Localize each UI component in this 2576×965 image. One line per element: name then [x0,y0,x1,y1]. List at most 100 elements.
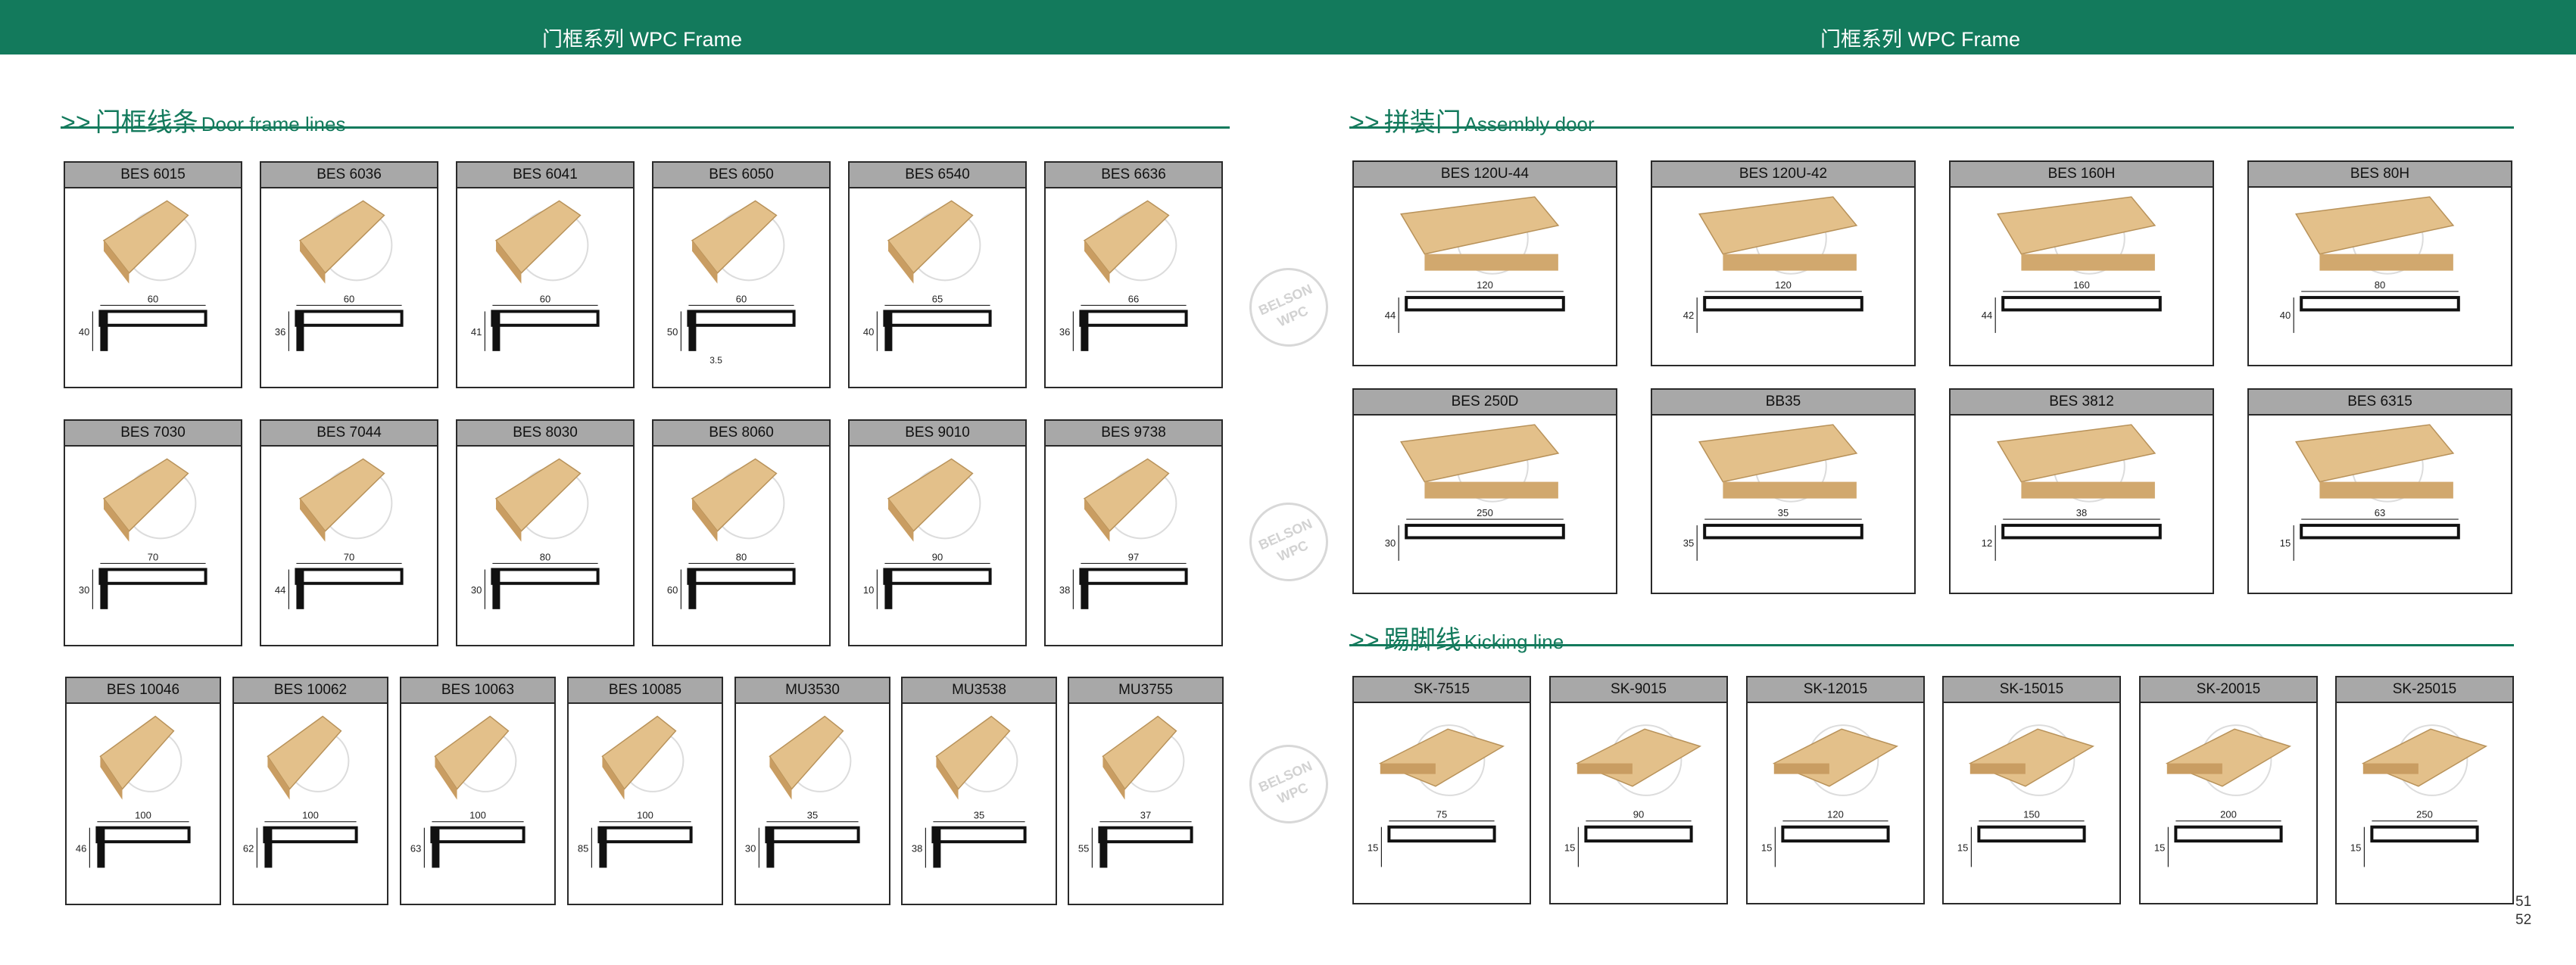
product-model-label: BES 6636 [1046,163,1221,188]
cross-section-diagram [680,304,796,351]
wood-profile-render [102,458,189,542]
width-dimension-label: 75 [1436,809,1447,820]
cross-section-diagram [92,562,207,609]
door-frame-divider [61,126,1230,129]
width-dimension-label: 160 [2073,279,2090,291]
cross-section-diagram [1696,291,1863,333]
cross-section-diagram [680,562,796,609]
width-dimension-label: 250 [1477,507,1493,518]
height-dimension-label: 40 [863,326,874,338]
width-dimension-label: 90 [1633,809,1644,820]
wood-profile-render [2295,196,2455,271]
width-dimension-label: 90 [932,551,943,562]
product-model-label: BES 10085 [569,678,722,704]
width-dimension-label: 35 [807,810,818,821]
product-illustration: 9015 [1564,724,1702,867]
assembly-divider [1349,126,2514,129]
width-dimension-label: 66 [1128,293,1139,304]
product-illustration: 60 50 3.5 [667,200,796,366]
product-model-label: BES 7044 [261,421,437,447]
chevron-icon: >> [61,108,91,137]
page-number-right: 52 [2515,912,2532,928]
product-illustration: 3755 [1078,715,1193,868]
cross-section-diagram [1696,518,1863,561]
product-model-label: SK-7515 [1354,677,1530,703]
width-dimension-label: 35 [1778,507,1789,518]
product-illustration: 10063 [410,715,525,868]
extra-dimension-label: 3.5 [709,355,722,366]
height-dimension-label: 41 [471,326,482,338]
cross-section-diagram [1380,820,1496,867]
width-dimension-label: 80 [540,551,550,562]
wood-profile-render [434,715,510,800]
height-dimension-label: 36 [275,326,285,338]
product-model-label: BES 8060 [653,421,829,447]
width-dimension-label: 120 [1477,279,1493,291]
width-dimension-label: 38 [2076,507,2087,518]
height-dimension-label: 38 [1059,584,1070,596]
product-illustration: 25015 [2350,724,2488,867]
cross-section-diagram [1994,291,2162,333]
wood-profile-render [298,458,385,542]
wood-profile-render [298,200,385,284]
wood-profile-render [1773,728,1899,787]
width-dimension-label: 60 [736,293,747,304]
height-dimension-label: 36 [1059,326,1070,338]
cross-section-diagram [423,821,525,868]
height-dimension-label: 38 [912,842,922,854]
product-model-label: BES 3812 [1951,390,2213,416]
section-title-zh: 门框线条 [95,108,198,137]
width-dimension-label: 100 [302,810,319,821]
height-dimension-label: 50 [667,326,678,338]
height-dimension-label: 15 [2350,842,2361,853]
wood-profile-render [601,715,677,800]
width-dimension-label: 80 [2375,279,2385,291]
cross-section-diagram [1994,518,2162,561]
cross-section-diagram [288,562,404,609]
product-model-label: BES 6315 [2249,390,2511,416]
wood-profile-render [691,458,778,542]
wood-profile-render [2166,728,2292,787]
section-title-en: Kicking line [1464,630,1564,653]
product-illustration: 3538 [912,715,1027,868]
cross-section-diagram [1072,304,1188,351]
product-model-label: MU3530 [736,678,889,704]
chevron-icon: >> [1349,108,1380,137]
product-model-label: BES 6050 [653,163,829,188]
wood-profile-render [691,200,778,284]
product-illustration: 3530 [745,715,860,868]
right-page-title: 门框系列 WPC Frame [1820,28,2021,51]
product-model-label: BES 9010 [850,421,1025,447]
product-model-label: BES 6540 [850,163,1025,188]
height-dimension-label: 42 [1683,310,1694,321]
product-illustration: 8060 [667,458,796,609]
cross-section-diagram [2293,518,2460,561]
height-dimension-label: 35 [1683,537,1694,549]
height-dimension-label: 44 [275,584,285,596]
product-illustration: 35 35 [1683,424,1863,561]
wood-profile-render [1083,458,1170,542]
wood-profile-render [769,715,844,800]
